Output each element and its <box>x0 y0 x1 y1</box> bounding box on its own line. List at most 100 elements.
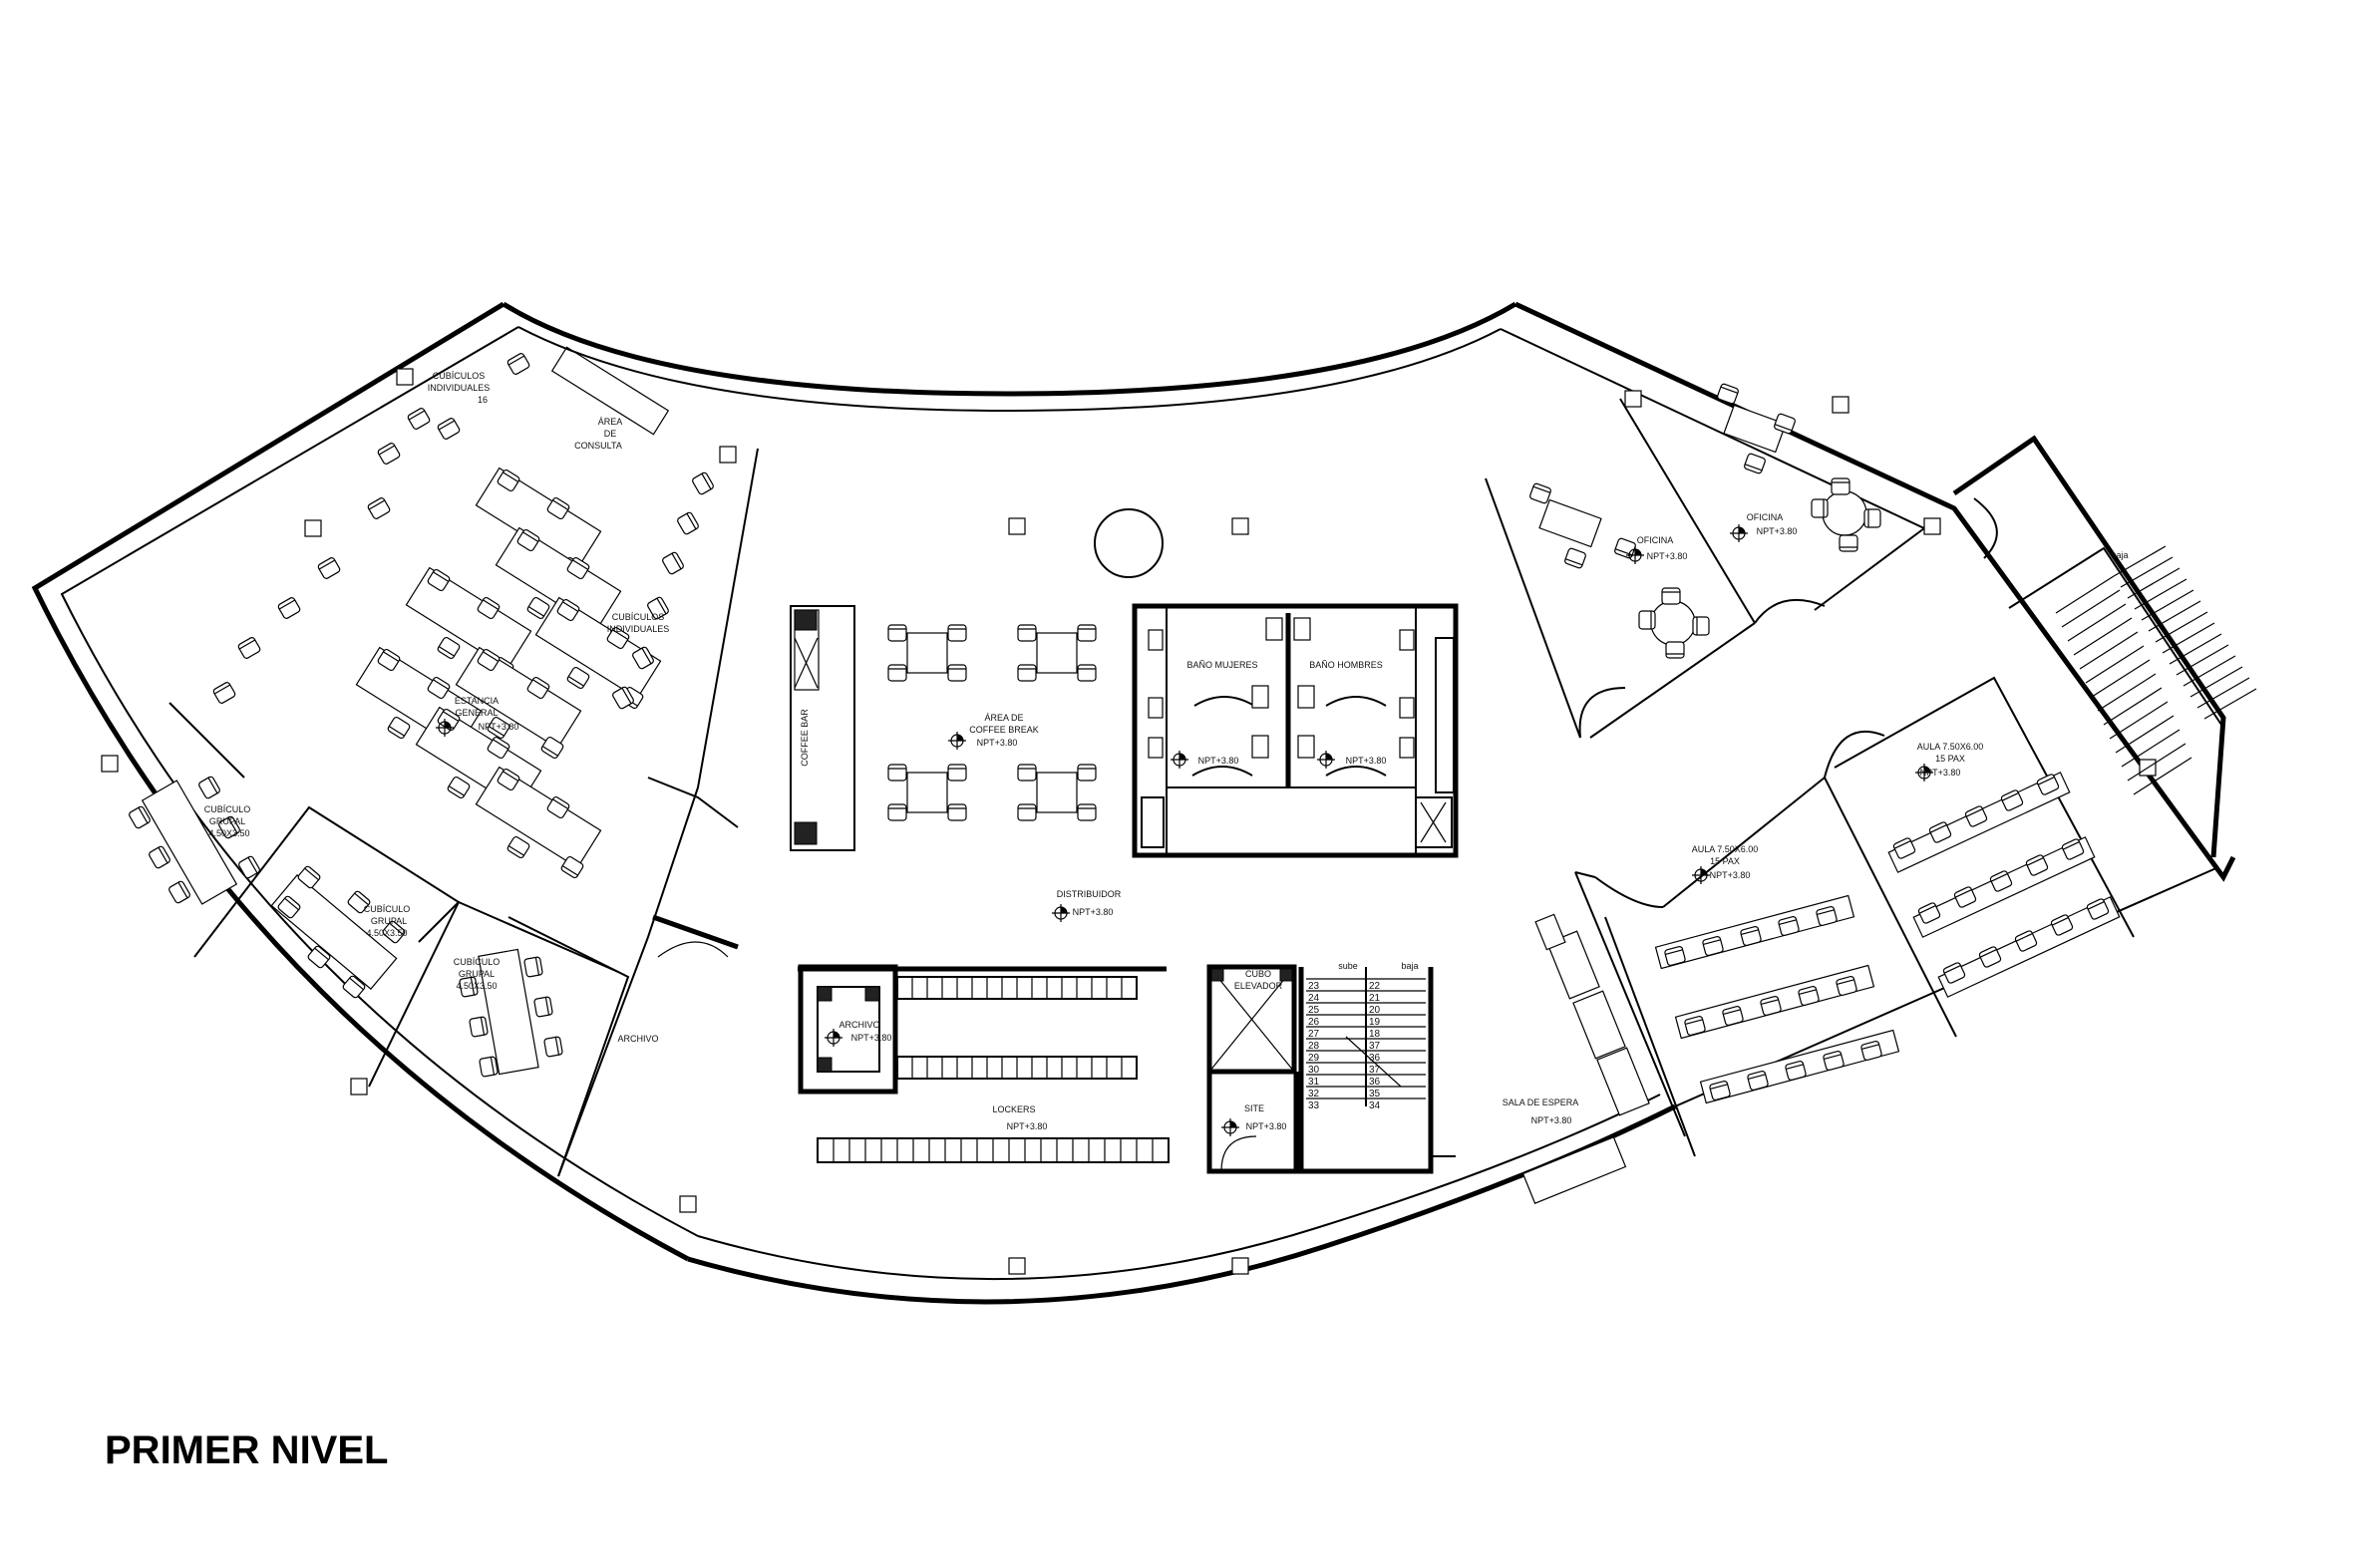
label-grupal3-2: GRUPAL <box>459 969 495 979</box>
core-block <box>1206 964 1456 1174</box>
chair <box>1017 624 1037 642</box>
npt-marker <box>825 1029 842 1047</box>
label-aula1-3: NPT+3.80 <box>1710 870 1751 880</box>
chair <box>1863 508 1881 528</box>
chair <box>2025 854 2049 876</box>
chair <box>1798 986 1820 1006</box>
chair <box>887 803 907 821</box>
stair-number-left: 31 <box>1308 1077 1320 1088</box>
chair <box>2050 914 2074 936</box>
chair <box>367 497 391 519</box>
label-sala-espera-1: SALA DE ESPERA <box>1503 1098 1579 1107</box>
chair <box>377 443 401 465</box>
label-grupal1-1: CUBÍCULO <box>204 804 251 814</box>
chair <box>632 646 654 670</box>
stair-number-right: 36 <box>1369 1053 1381 1064</box>
label-stair-sube: sube <box>1338 961 1358 971</box>
chair <box>437 418 461 440</box>
chair <box>1860 1041 1882 1061</box>
chair <box>516 528 540 552</box>
chair <box>1964 805 1988 827</box>
label-archivo-center-2: NPT+3.80 <box>851 1033 892 1043</box>
npt-marker <box>1915 764 1933 782</box>
npt-marker <box>1171 751 1188 769</box>
chair <box>612 686 634 710</box>
chair <box>947 764 967 782</box>
chair <box>129 805 151 829</box>
label-npt-bano-m: NPT+3.80 <box>1198 756 1239 766</box>
npt-marker <box>948 732 966 750</box>
coffee-counter: COFFEE BAR <box>790 605 855 851</box>
label-site-1: SITE <box>1244 1103 1264 1113</box>
stair-number-left: 30 <box>1308 1065 1320 1076</box>
label-estancia-2: GENERAL <box>455 708 498 718</box>
chair <box>198 776 220 799</box>
chair <box>1928 821 1952 843</box>
label-elevador-2: ELEVADOR <box>1234 981 1283 991</box>
chair <box>1747 1071 1769 1091</box>
stair-number-left: 23 <box>1308 981 1320 992</box>
stair-number-right: 20 <box>1369 1005 1381 1016</box>
chair <box>297 865 321 889</box>
label-grupal2-2: GRUPAL <box>371 916 407 926</box>
table <box>270 874 398 990</box>
chair <box>447 776 471 799</box>
label-escalera-baja: baja <box>2111 550 2128 560</box>
chair <box>662 551 684 575</box>
stair-number-left: 32 <box>1308 1089 1320 1099</box>
label-grupal3-1: CUBÍCULO <box>454 957 501 967</box>
npt-marker <box>1317 751 1335 769</box>
chair <box>469 1016 489 1038</box>
chair <box>1077 764 1097 782</box>
stair-number-right: 18 <box>1369 1029 1381 1040</box>
npt-marker <box>1692 866 1710 884</box>
label-sala-espera-2: NPT+3.80 <box>1531 1115 1572 1125</box>
chair <box>1744 453 1766 474</box>
label-coffee-3: NPT+3.80 <box>977 738 1018 748</box>
label-bano-hombres: BAÑO HOMBRES <box>1309 660 1383 670</box>
label-aula2-2: 15 PAX <box>1935 754 1965 764</box>
chair <box>1953 886 1977 908</box>
label-site-2: NPT+3.80 <box>1246 1121 1287 1131</box>
chair <box>543 1036 563 1058</box>
chair <box>1823 1051 1845 1071</box>
chair <box>1785 1061 1807 1081</box>
chair <box>1661 587 1681 605</box>
label-archivo-left: ARCHIVO <box>617 1034 658 1044</box>
chair <box>479 1056 499 1078</box>
chair <box>506 835 530 859</box>
chair <box>238 855 260 879</box>
chair <box>1722 1006 1744 1026</box>
chair <box>1017 803 1037 821</box>
stair-number-right: 21 <box>1369 993 1381 1004</box>
chair <box>1836 976 1857 996</box>
chair <box>506 353 530 375</box>
table <box>906 772 948 813</box>
label-aula1-1: AULA 7.50X6.00 <box>1692 844 1759 854</box>
label-grupal3-3: 4.50X3.50 <box>456 981 497 991</box>
chair <box>566 556 590 580</box>
chair <box>526 596 550 620</box>
table <box>405 566 532 670</box>
label-stair-baja: baja <box>1401 961 1418 971</box>
left-wing-furniture <box>129 353 714 1078</box>
chair <box>533 996 553 1018</box>
chair <box>317 557 341 579</box>
stair-number-left: 28 <box>1308 1041 1320 1052</box>
chair <box>546 496 570 520</box>
chair <box>477 596 501 620</box>
label-aula2-3: NPT+3.80 <box>1920 768 1961 778</box>
chair <box>459 976 479 998</box>
table <box>478 948 539 1076</box>
offices <box>1485 398 1925 739</box>
label-lockers-1: LOCKERS <box>992 1104 1035 1114</box>
chair <box>1017 664 1037 682</box>
stair-number-right: 34 <box>1369 1100 1381 1111</box>
npt-marker <box>1626 546 1644 564</box>
label-bano-mujeres: BAÑO MUJERES <box>1186 660 1257 670</box>
chair <box>218 815 240 839</box>
chair <box>1989 870 2013 892</box>
chair <box>677 511 699 535</box>
round-column <box>1094 508 1164 578</box>
chair <box>307 945 331 969</box>
